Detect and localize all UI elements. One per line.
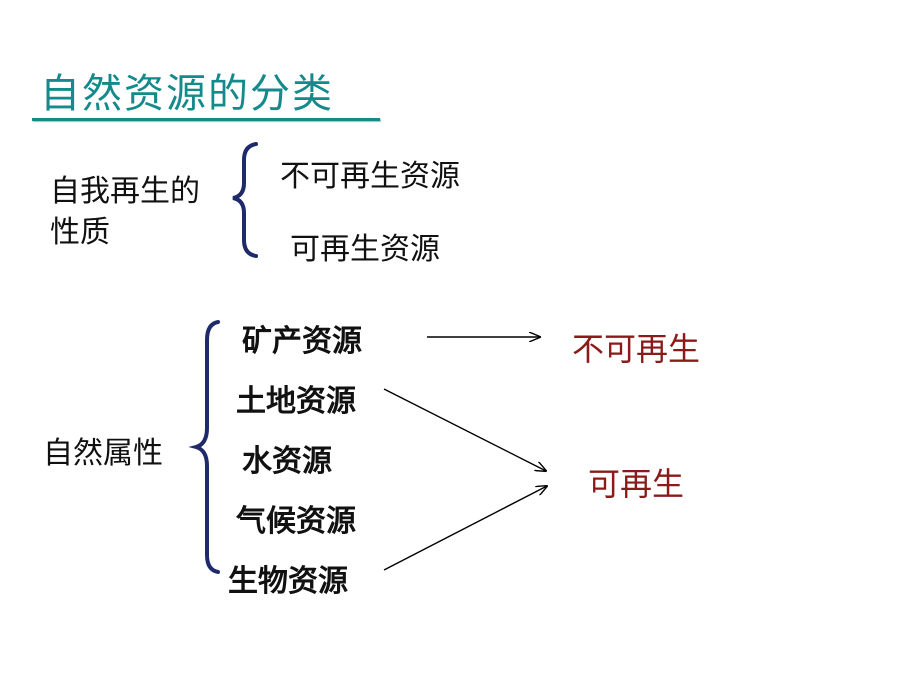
arrow-bio-to-renewable	[383, 486, 547, 571]
item-nonrenewable-resource: 不可再生资源	[280, 159, 460, 194]
arrow-land-to-renewable	[383, 388, 546, 471]
item-biological-resource: 生物资源	[228, 564, 348, 599]
item-mineral-resource: 矿产资源	[242, 324, 362, 359]
title-underline	[32, 118, 380, 121]
item-climate-resource: 气候资源	[236, 504, 356, 539]
result-nonrenewable: 不可再生	[572, 330, 701, 368]
brace-icon-2	[188, 320, 220, 574]
page-title: 自然资源的分类	[40, 71, 334, 117]
group2-label: 自然属性	[43, 436, 163, 471]
result-renewable: 可再生	[588, 465, 685, 503]
group1-label-line2: 性质	[50, 215, 110, 250]
item-land-resource: 土地资源	[236, 384, 356, 419]
group1-label-line1: 自我再生的	[50, 174, 200, 209]
item-water-resource: 水资源	[242, 444, 332, 479]
brace-icon-1	[232, 142, 258, 258]
item-renewable-resource: 可再生资源	[290, 232, 440, 267]
